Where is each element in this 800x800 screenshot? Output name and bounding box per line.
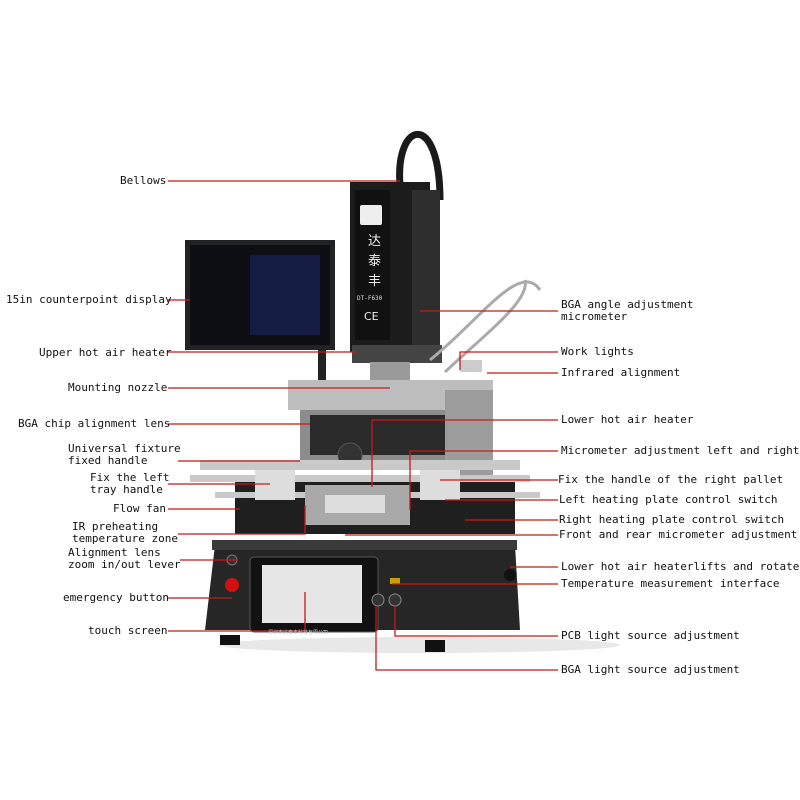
label-right-pallet: Fix the handle of the right pallet [558,473,784,486]
label-right-switch: Right heating plate control switch [559,513,785,526]
label-nozzle: Mounting nozzle [68,381,168,394]
company-line: 深圳市达泰丰科技有限公司 [268,630,329,636]
label-pcb-light: PCB light source adjustment [561,629,740,642]
label-temp-iface: Temperature measurement interface [561,577,780,590]
leader-work-lights [459,351,558,370]
brand-characters: 达 泰 丰 [368,234,382,289]
label-bga-light: BGA light source adjustment [561,663,740,676]
label-lens-zoom: Alignment lens zoom in/out lever [68,546,181,571]
leader-bga-light [375,606,558,671]
label-ir-zone: IR preheating temperature zone [72,520,178,545]
bellows-hose [396,131,444,201]
upper-head [350,131,542,382]
model-number: DT-F630 [357,295,383,302]
work-light-arm [429,280,542,362]
label-bellows: Bellows [120,174,167,187]
label-upper-heater: Upper hot air heater [39,346,172,359]
label-bga-lens: BGA chip alignment lens [18,417,171,430]
leader-lines [168,180,558,671]
floor-shadow [220,637,620,653]
leader-pcb-light [394,606,558,637]
monitor [185,240,335,380]
label-lower-heater: Lower hot air heater [561,413,694,426]
control-base [205,540,520,652]
label-emergency: emergency button [63,591,169,604]
leader-lower-heater [371,419,558,487]
label-lower-lift: Lower hot air heaterlifts and rotates [561,560,800,573]
emergency-button-shape [225,578,239,592]
upper-nozzle [370,362,410,382]
label-fixture-handle: Universal fixture fixed handle [68,442,181,467]
label-display: 15in counterpoint display [6,293,172,306]
label-micro-fr: Front and rear micrometer adjustment [559,528,798,541]
label-flow-fan: Flow fan [113,502,166,515]
label-work-lights: Work lights [561,345,634,358]
leader-micro-lr [409,450,558,510]
label-bga-angle: BGA angle adjustment micrometer [561,298,694,323]
ce-mark: CE [364,310,379,323]
label-infrared: Infrared alignment [561,366,681,379]
main-frame [190,380,540,534]
touch-screen-panel [262,565,362,623]
label-micro-lr: Micrometer adjustment left and right [561,444,800,457]
label-touch-screen: touch screen [88,624,168,637]
label-left-switch: Left heating plate control switch [559,493,778,506]
brand-logo [360,205,382,225]
leader-touch-screen [168,592,306,632]
label-left-tray: Fix the left tray handle [90,471,170,496]
leader-ir-zone [178,505,306,535]
